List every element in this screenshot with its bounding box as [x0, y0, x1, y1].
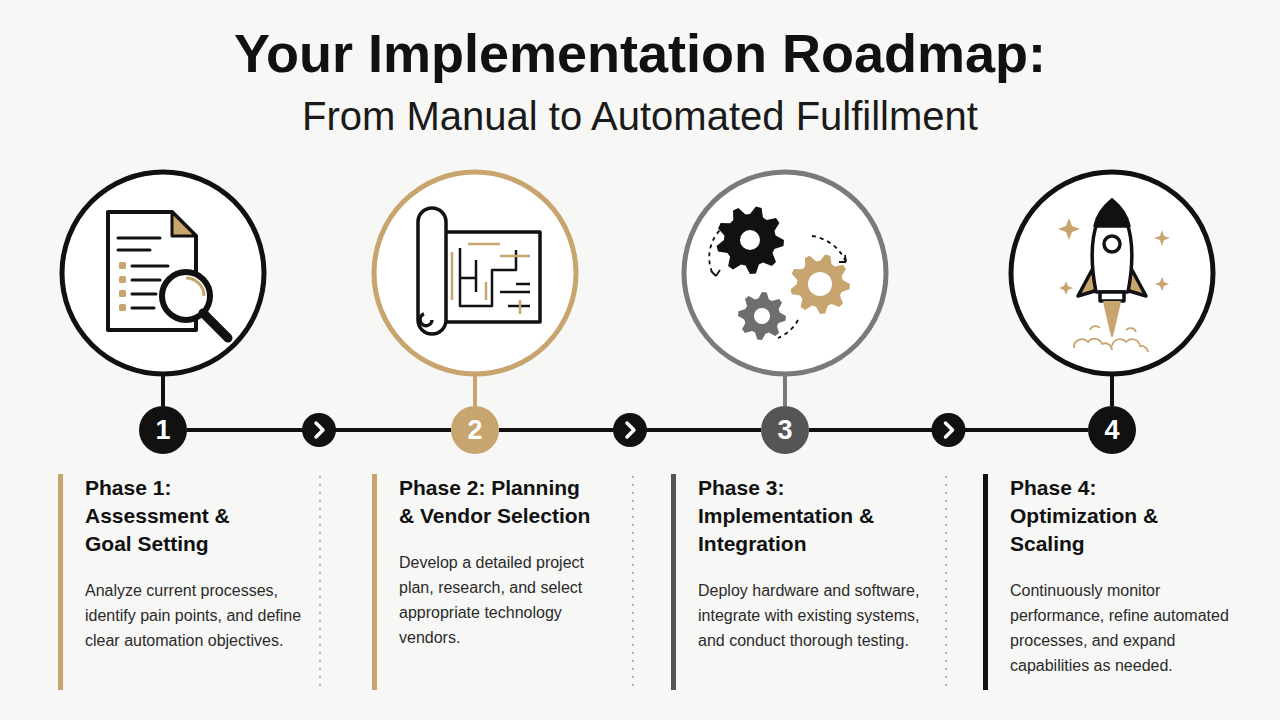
phase-description: Develop a detailed project plan, researc… — [399, 550, 621, 650]
step-number: 3 — [761, 406, 809, 454]
phase-heading: Phase 1: Assessment & Goal Setting — [85, 474, 281, 558]
gear — [738, 292, 786, 340]
step-number-text: 2 — [467, 415, 482, 446]
phase-description: Continuously monitor performance, refine… — [1010, 578, 1232, 678]
document-icon — [108, 212, 228, 338]
step-number-text: 3 — [777, 415, 792, 446]
gear-hole — [754, 308, 770, 324]
step-number: 4 — [1088, 406, 1136, 454]
title: Your Implementation Roadmap: — [0, 22, 1280, 84]
timeline-connector — [809, 428, 1088, 432]
step-number-text: 4 — [1104, 415, 1119, 446]
phase-text-block: Phase 2: Planning & Vendor SelectionDeve… — [372, 474, 621, 690]
subtitle: From Manual to Automated Fulfillment — [0, 94, 1280, 139]
gear-hole — [808, 272, 832, 296]
phase-heading: Phase 2: Planning & Vendor Selection — [399, 474, 595, 530]
blueprint-icon — [418, 208, 540, 334]
gear — [791, 255, 851, 315]
icon-circles — [62, 172, 1213, 374]
gears-icon — [709, 207, 850, 341]
stems — [163, 375, 1112, 406]
gear-hole — [740, 230, 760, 250]
step-number-text: 1 — [155, 415, 170, 446]
phase-text-block: Phase 4: Optimization & ScalingContinuou… — [983, 474, 1232, 690]
rocket-icon — [1058, 200, 1170, 352]
timeline-connector — [187, 428, 451, 432]
timeline-connector — [499, 428, 761, 432]
phase-text-block: Phase 3: Implementation & IntegrationDep… — [671, 474, 920, 690]
step-number: 2 — [451, 406, 499, 454]
phase-heading: Phase 3: Implementation & Integration — [698, 474, 894, 558]
step-number: 1 — [139, 406, 187, 454]
phase-text-block: Phase 1: Assessment & Goal SettingAnalyz… — [58, 474, 307, 690]
phase-description: Deploy hardware and software, integrate … — [698, 578, 920, 653]
phase-heading: Phase 4: Optimization & Scaling — [1010, 474, 1206, 558]
gear — [717, 207, 785, 275]
phase-description: Analyze current processes, identify pain… — [85, 578, 307, 653]
